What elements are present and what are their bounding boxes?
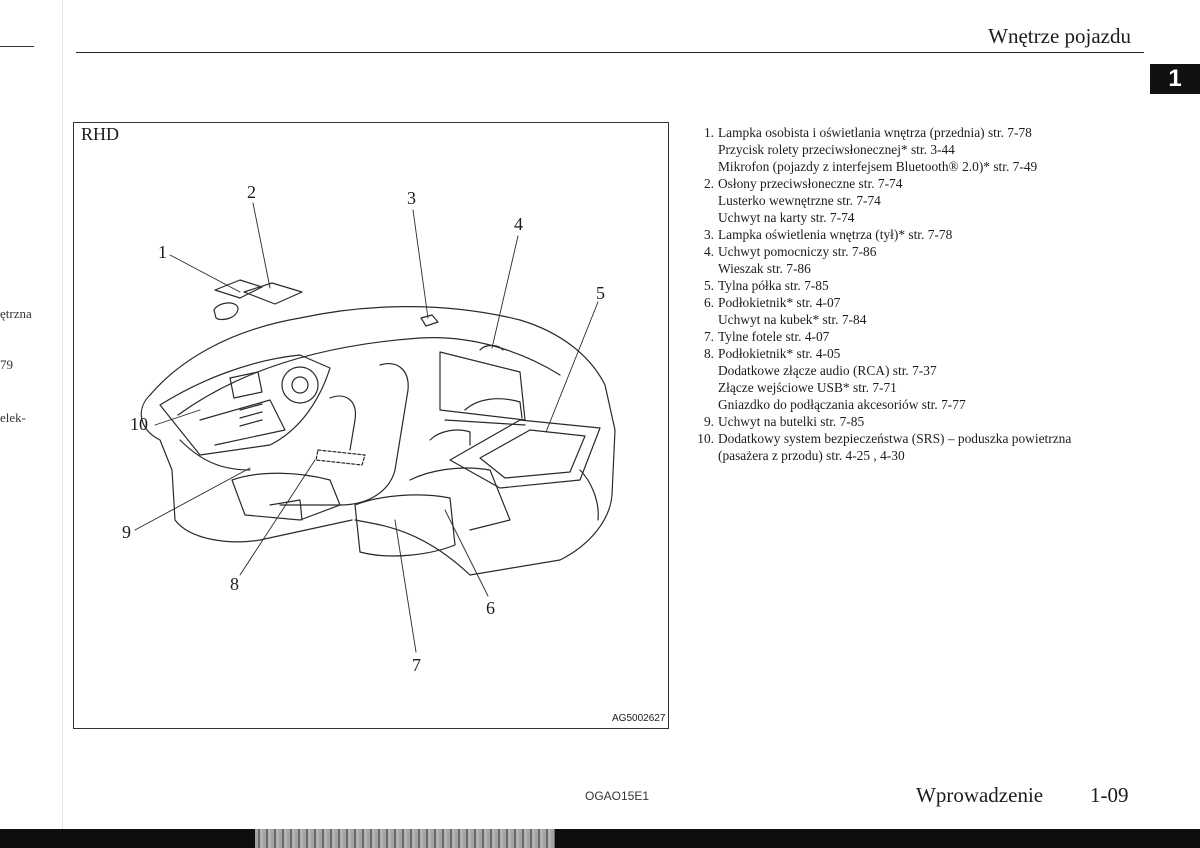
rear-seat: [354, 398, 523, 557]
legend-line: Gniazdko do podłączania akcesoriów str. …: [718, 397, 966, 412]
callout-number: 5: [596, 283, 605, 303]
legend-line: Uchwyt pomocniczy str. 7-86: [718, 244, 877, 259]
legend-item: 1. Lampka osobista i oświetlania wnętrza …: [688, 124, 1128, 175]
legend-line: Uchwyt na kubek* str. 7-84: [718, 312, 867, 327]
legend-number: 4.: [703, 244, 714, 259]
figure-code: AG5002627: [612, 713, 666, 724]
legend-item: 5. Tylna półka str. 7-85: [688, 277, 1128, 294]
legend-item: 9. Uchwyt na butelki str. 7-85: [688, 413, 1128, 430]
legend-number: 5.: [703, 278, 714, 293]
callout-number: 4: [514, 214, 523, 234]
callout-number: 10: [130, 414, 148, 434]
legend-line: Dodatkowy system bezpieczeństwa (SRS) – …: [718, 431, 1072, 446]
page-number: 1-09: [1090, 783, 1129, 807]
callout-leaders: [134, 202, 599, 653]
callout-number: 8: [230, 574, 239, 594]
legend-text: Uchwyt na butelki str. 7-85: [718, 413, 1128, 430]
dashboard: [159, 354, 331, 471]
scan-edge-artifact: [255, 829, 555, 848]
header-rule: [76, 52, 1144, 53]
legend-line: Dodatkowe złącze audio (RCA) str. 7-37: [718, 363, 937, 378]
legend-number: 3.: [703, 227, 714, 242]
legend-text: Tylne fotele str. 4-07: [718, 328, 1128, 345]
legend-item: 3. Lampka oświetlenia wnętrza (tył)* str.…: [688, 226, 1128, 243]
legend-text: Dodatkowy system bezpieczeństwa (SRS) – …: [718, 430, 1128, 464]
page-gutter: [62, 0, 63, 848]
legend-line: Wieszak str. 7-86: [718, 261, 811, 276]
legend-line: Uchwyt na butelki str. 7-85: [718, 414, 865, 429]
legend-line: Osłony przeciwsłoneczne str. 7-74: [718, 176, 903, 191]
legend-line: Lusterko wewnętrzne str. 7-74: [718, 193, 881, 208]
legend-text: Lampka oświetlenia wnętrza (tył)* str. 7…: [718, 226, 1128, 243]
legend-list: 1. Lampka osobista i oświetlania wnętrza …: [688, 124, 1128, 464]
callout-number: 3: [407, 188, 416, 208]
callout-number: 1: [158, 242, 167, 262]
legend-number: 10.: [697, 431, 714, 446]
previous-page-fragment: 79: [0, 357, 13, 372]
previous-page-fragment: ętrzna: [0, 306, 32, 321]
legend-text: Lampka osobista i oświetlania wnętrza (p…: [718, 124, 1128, 175]
previous-page-rule: [0, 46, 34, 47]
legend-number: 7.: [703, 329, 714, 344]
callout-number: 2: [247, 182, 256, 202]
chapter-tab: 1: [1150, 64, 1200, 94]
previous-page-fragment: elek-: [0, 410, 26, 425]
legend-number: 8.: [703, 346, 714, 361]
legend-item: 10. Dodatkowy system bezpieczeństwa (SRS)…: [688, 430, 1128, 464]
legend-line: Lampka oświetlenia wnętrza (tył)* str. 7…: [718, 227, 953, 242]
scan-edge: [0, 829, 1200, 848]
legend-line: Lampka osobista i oświetlania wnętrza (p…: [718, 125, 1032, 140]
overhead-console: [213, 279, 504, 351]
legend-line: Przycisk rolety przeciwsłonecznej* str. …: [718, 142, 955, 157]
front-seat: [231, 363, 409, 521]
legend-number: 2.: [703, 176, 714, 191]
callout-number: 9: [122, 522, 131, 542]
rear-parcel-shelf: [449, 419, 601, 489]
legend-number: 9.: [703, 414, 714, 429]
legend-line: Tylna półka str. 7-85: [718, 278, 829, 293]
legend-line: (pasażera z przodu) str. 4-25 , 4-30: [718, 448, 905, 463]
legend-line: Mikrofon (pojazdy z interfejsem Bluetoot…: [718, 159, 1038, 174]
legend-line: Tylne fotele str. 4-07: [718, 329, 830, 344]
car-body-outline: [140, 306, 616, 576]
legend-line: Uchwyt na karty str. 7-74: [718, 210, 855, 225]
callout-number: 7: [412, 655, 421, 675]
document-code: OGAO15E1: [585, 789, 650, 803]
figure-frame: [73, 122, 669, 729]
legend-number: 6.: [703, 295, 714, 310]
legend-line: Podłokietnik* str. 4-07: [718, 295, 841, 310]
page-header-title: Wnętrze pojazdu: [988, 24, 1131, 48]
legend-text: Tylna półka str. 7-85: [718, 277, 1128, 294]
legend-number: 1.: [703, 125, 714, 140]
legend-line: Złącze wejściowe USB* str. 7-71: [718, 380, 897, 395]
callout-number: 6: [486, 598, 495, 618]
figure-region-label: RHD: [81, 124, 120, 144]
legend-line: Podłokietnik* str. 4-05: [718, 346, 841, 361]
footer-section-title: Wprowadzenie: [916, 783, 1044, 807]
previous-page-edge: ętrzna 79 elek-: [0, 0, 62, 848]
legend-item: 7. Tylne fotele str. 4-07: [688, 328, 1128, 345]
